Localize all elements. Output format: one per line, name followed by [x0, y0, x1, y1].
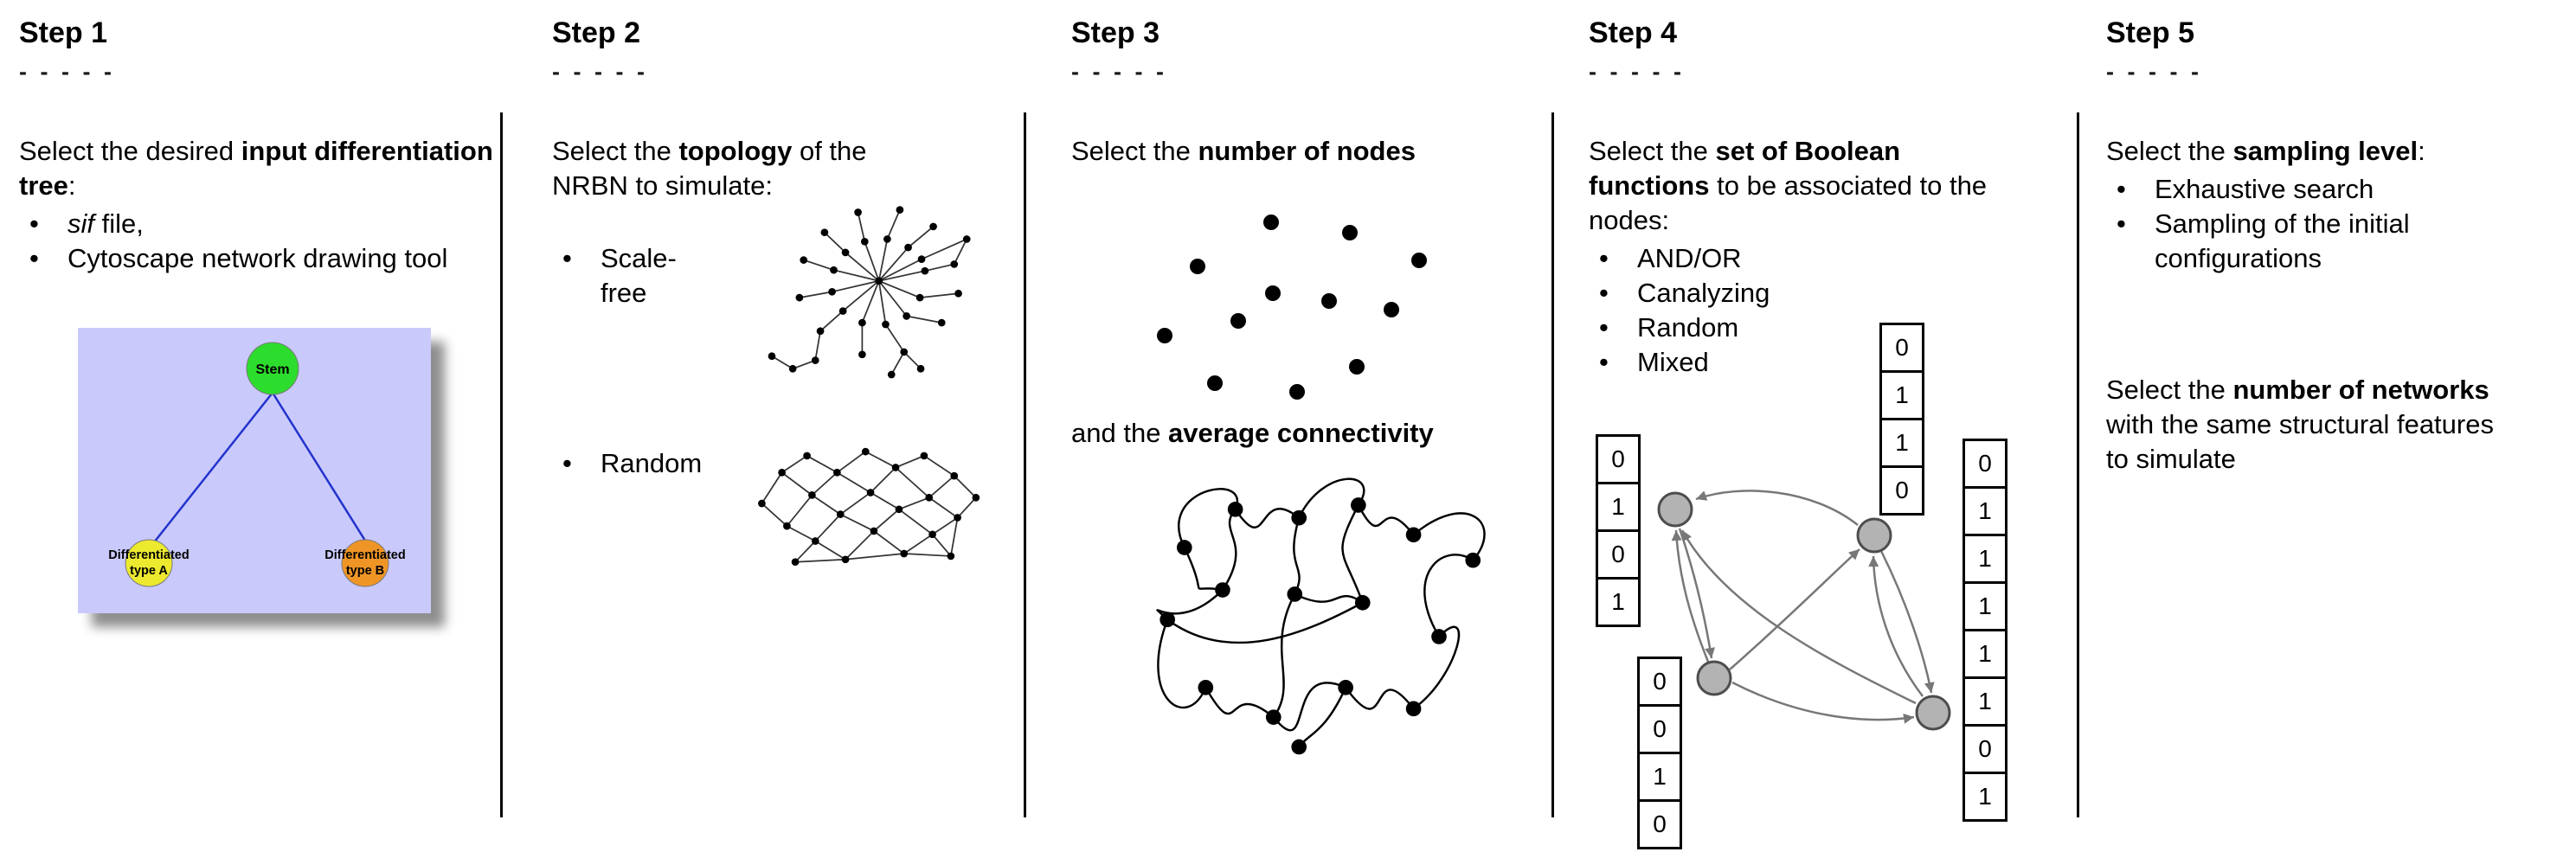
truth-table-cell: 1 — [1963, 486, 2007, 536]
edge-a-to-c — [1678, 528, 1716, 659]
truth-table-right: 0 1 1 1 1 1 0 1 — [1963, 439, 2007, 822]
truth-table-cell: 1 — [1879, 370, 1924, 420]
truth-table-bottom-left: 0 0 1 0 — [1637, 657, 1682, 849]
boolean-node-c — [1696, 660, 1732, 696]
step-2-dashes: - - - - - — [552, 59, 648, 85]
tree-edge-right — [271, 392, 367, 541]
boolean-network-svg — [1657, 490, 1951, 731]
scale-free-network-graphic — [768, 206, 971, 379]
column-separator-4 — [2077, 112, 2079, 817]
bullet-sif-file: sif file, — [19, 207, 495, 241]
step-4-dashes: - - - - - — [1589, 59, 1685, 85]
boolean-node-b — [1856, 517, 1892, 554]
edge-b-to-a — [1695, 490, 1859, 526]
edge-c-to-d — [1731, 681, 1915, 724]
bullet-and-or: AND/OR — [1589, 241, 2043, 276]
bullet-scale-free: Scale-free — [552, 241, 716, 311]
truth-table-cell: 0 — [1963, 724, 2007, 774]
step-1-bullet-list: sif file, Cytoscape network drawing tool — [19, 207, 495, 276]
truth-table-cell: 1 — [1596, 577, 1641, 627]
step-1-column: Step 1 - - - - - Select the desired inpu… — [19, 16, 495, 613]
scattered-nodes-graphic — [1157, 215, 1427, 400]
step-3-dashes: - - - - - — [1071, 59, 1167, 85]
bullet-random: Random — [552, 446, 716, 481]
differentiation-tree-graphic: Stem Differentiated type A Differentiate… — [78, 328, 431, 613]
column-separator-3 — [1551, 112, 1554, 817]
step-5-dashes: - - - - - — [2106, 59, 2202, 85]
step-5-title: Step 5 — [2106, 16, 2195, 49]
differentiated-type-a-node — [125, 539, 173, 587]
step-3-connectivity-text: and the average connectivity — [1071, 418, 1434, 448]
truth-table-cell: 0 — [1637, 704, 1682, 754]
stem-node — [246, 342, 299, 395]
truth-table-cell: 1 — [1963, 676, 2007, 727]
edge-c-to-a — [1671, 529, 1710, 663]
step-2-title: Step 2 — [552, 16, 641, 49]
step-2-column: Step 2 - - - - - Select the topology of … — [552, 16, 998, 585]
edge-b-to-d — [1879, 550, 1935, 694]
type-b-label-line2: type B — [346, 564, 384, 578]
truth-table-cell: 0 — [1637, 657, 1682, 707]
truth-table-top: 0 1 1 0 — [1879, 323, 1924, 516]
tree-edge-left — [153, 392, 273, 543]
step-1-dashes: - - - - - — [19, 59, 115, 85]
random-row: Random — [552, 424, 998, 585]
bullet-random-functions: Random — [1589, 311, 2043, 345]
step-3-column: Step 3 - - - - - Select the number of no… — [1071, 16, 1543, 766]
bullet-canalyzing: Canalyzing — [1589, 276, 2043, 311]
type-a-label-line2: type A — [130, 564, 168, 578]
connectivity-network-graphic — [1155, 477, 1486, 755]
truth-table-cell: 1 — [1963, 629, 2007, 679]
step-3-intro: Select the number of nodes — [1071, 136, 1416, 166]
edge-c-to-b — [1729, 548, 1860, 670]
truth-table-cell: 0 — [1879, 465, 1924, 516]
truth-table-cell: 1 — [1637, 752, 1682, 802]
boolean-node-d — [1915, 695, 1951, 731]
edge-d-to-b — [1868, 555, 1924, 697]
step-4-bullet-list: AND/OR Canalyzing Random Mixed — [1589, 241, 2043, 380]
truth-table-cell: 0 — [1637, 799, 1682, 849]
truth-table-cell: 1 — [1963, 534, 2007, 584]
step-4-column: Step 4 - - - - - Select the set of Boole… — [1589, 16, 2043, 852]
step-5-intro: Select the sampling level: — [2106, 136, 2425, 166]
truth-table-left: 0 1 0 1 — [1596, 434, 1641, 627]
differentiated-type-b-node — [341, 539, 389, 587]
boolean-node-a — [1657, 491, 1693, 528]
type-b-label-line1: Differentiated — [324, 548, 405, 562]
type-a-label-line1: Differentiated — [108, 548, 189, 562]
differentiation-tree-svg: Stem Differentiated type A Differentiate… — [108, 342, 406, 587]
step-4-intro: Select the set of Boolean functions to b… — [1589, 136, 1988, 235]
bullet-exhaustive-search: Exhaustive search — [2106, 172, 2569, 207]
column-separator-2 — [1024, 112, 1026, 817]
bullet-sampling-initial-configurations: Sampling of the initial configurations — [2106, 207, 2513, 276]
step-5-column: Step 5 - - - - - Select the sampling lev… — [2106, 16, 2569, 477]
truth-table-cell: 1 — [1963, 772, 2007, 822]
scale-free-row: Scale-free — [552, 203, 998, 389]
truth-table-cell: 0 — [1596, 529, 1641, 580]
stem-node-label: Stem — [255, 362, 289, 377]
bullet-mixed: Mixed — [1589, 345, 2043, 380]
truth-table-cell: 0 — [1596, 434, 1641, 484]
truth-table-cell: 0 — [1963, 439, 2007, 489]
step-5-bullet-list: Exhaustive search Sampling of the initia… — [2106, 172, 2569, 276]
step-1-title: Step 1 — [19, 16, 108, 49]
boolean-network-graphic: 0 1 0 1 0 1 1 0 0 0 1 0 0 1 1 1 1 1 0 1 — [1596, 317, 2011, 852]
column-separator-1 — [500, 112, 503, 817]
step-1-intro: Select the desired input differentiation… — [19, 136, 493, 201]
truth-table-cell: 0 — [1879, 323, 1924, 373]
bullet-cytoscape-tool: Cytoscape network drawing tool — [19, 241, 495, 276]
edge-d-to-a — [1680, 529, 1917, 705]
truth-table-cell: 1 — [1596, 482, 1641, 532]
truth-table-cell: 1 — [1963, 581, 2007, 631]
step-2-intro: Select the topology of the NRBN to simul… — [552, 136, 867, 201]
random-network-graphic — [758, 447, 980, 567]
step-4-title: Step 4 — [1589, 16, 1678, 49]
step-3-title: Step 3 — [1071, 16, 1160, 49]
step-5-networks-text: Select the number of networks with the s… — [2106, 375, 2494, 474]
truth-table-cell: 1 — [1879, 418, 1924, 468]
